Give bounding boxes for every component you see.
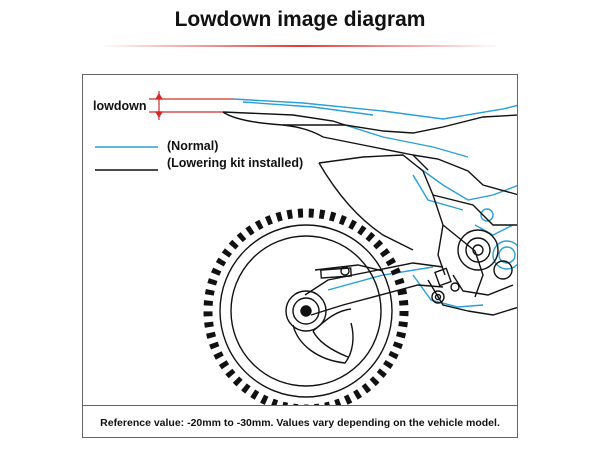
lowdown-dimension [149, 91, 233, 120]
title-underline [100, 45, 500, 47]
lowered-outline [203, 111, 517, 405]
normal-outline [232, 98, 517, 308]
page-title: Lowdown image diagram [174, 8, 426, 31]
diagram-frame: lowdown (Normal) (Lowering kit installed… [82, 74, 518, 438]
lowdown-label: lowdown [93, 99, 147, 113]
legend-lowered-label: (Lowering kit installed) [167, 156, 304, 170]
motorcycle-diagram [95, 91, 517, 405]
legend-normal-label: (Normal) [167, 139, 219, 153]
reference-note: Reference value: -20mm to -30mm. Values … [83, 405, 517, 437]
